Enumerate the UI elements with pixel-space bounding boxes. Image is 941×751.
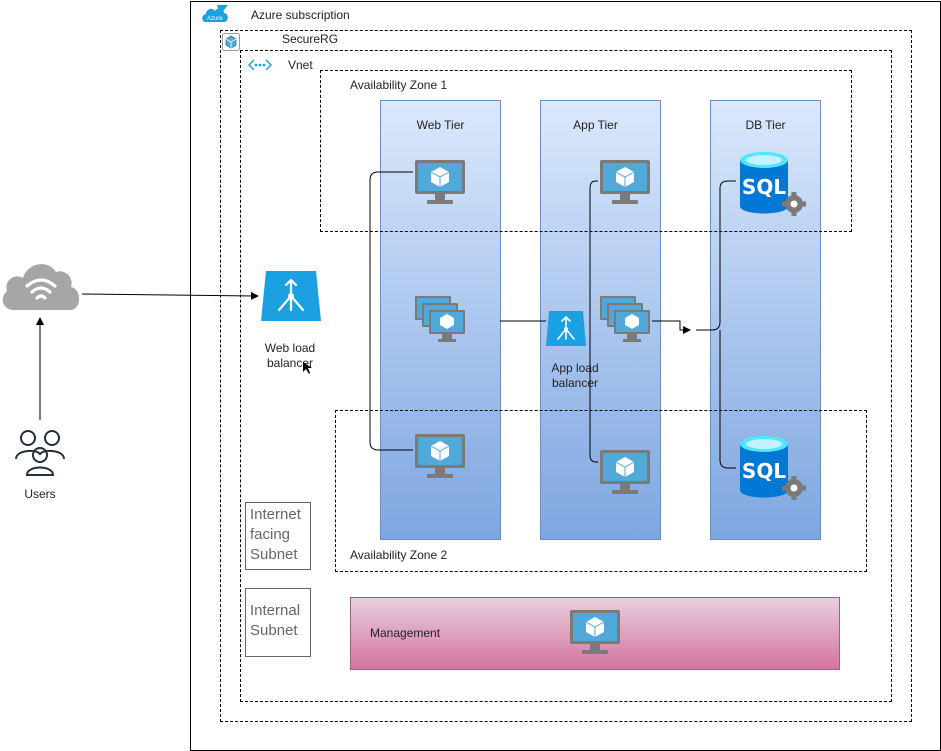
availability-zone-2 [335,410,867,572]
management-label: Management [370,626,441,640]
db-tier-label: DB Tier [745,118,786,132]
internet-facing-subnet-label: Internet facing Subnet [250,506,301,563]
sql-database-icon: SQL [738,434,810,502]
sql-database-icon: SQL [738,150,810,218]
vm-scale-set-icon [415,296,467,346]
web-tier-label: Web Tier [416,118,465,132]
virtual-machine-icon [415,160,465,206]
resource-group-label: SecureRG [282,32,339,46]
availability-zone-1-label: Availability Zone 1 [350,78,448,92]
sql-text: SQL [742,459,786,483]
users-label: Users [24,487,56,501]
subscription-label: Azure subscription [251,8,350,22]
azure-logo-icon: Azure [200,2,230,26]
internet-facing-subnet: Internet facing Subnet [245,502,311,570]
internal-subnet: Internal Subnet [245,588,311,657]
virtual-machine-icon [600,450,650,496]
vm-scale-set-icon [600,296,652,346]
web-load-balancer-icon [261,270,321,322]
sql-text: SQL [742,175,786,199]
vnet-label: Vnet [288,58,313,72]
app-load-balancer-icon [546,311,586,346]
virtual-machine-icon [600,160,650,206]
users-icon [14,425,66,477]
vnet-container [240,50,892,702]
cloud-icon [0,256,82,312]
web-load-balancer-label: Web load balancer [264,341,316,370]
app-tier-label: App Tier [573,118,618,132]
availability-zone-2-label: Availability Zone 2 [350,548,448,562]
app-load-balancer-label: App load balancer [551,361,599,390]
virtual-machine-icon [415,434,465,480]
azure-logo-text: Azure [207,16,223,22]
virtual-machine-icon [570,610,620,656]
internal-subnet-label: Internal Subnet [250,602,301,639]
resource-group-container [220,30,912,722]
resource-group-icon [222,33,240,51]
vnet-icon [247,58,273,72]
availability-zone-1 [320,70,852,232]
